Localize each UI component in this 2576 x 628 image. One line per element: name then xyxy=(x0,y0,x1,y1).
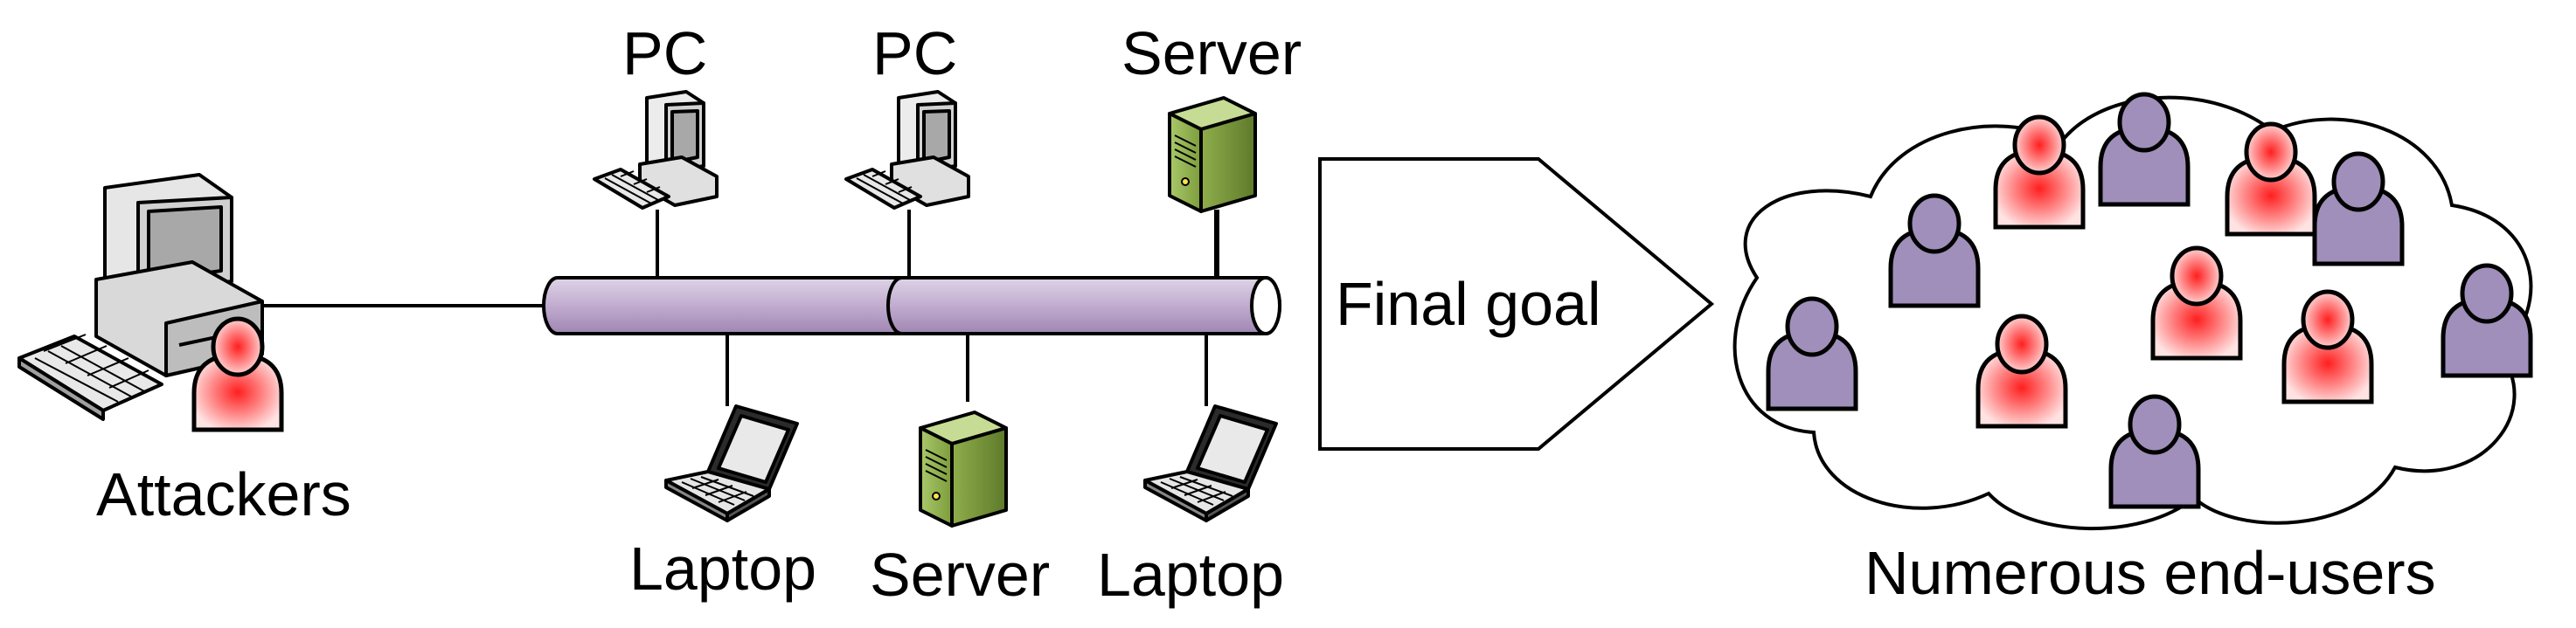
user-icon xyxy=(1766,296,1858,411)
user-icon xyxy=(2108,394,2201,509)
infected-user-icon xyxy=(2225,121,2317,237)
laptop-label: Laptop xyxy=(1097,541,1284,609)
final-goal-label: Final goal xyxy=(1336,270,1601,338)
network-pipe xyxy=(542,276,1281,335)
server-icon xyxy=(1168,96,1257,213)
connection-lines xyxy=(262,210,1219,406)
laptop-label: Laptop xyxy=(629,535,816,603)
end-user-group xyxy=(1766,92,2533,509)
pc-icon xyxy=(844,90,970,210)
attackers-label: Attackers xyxy=(96,460,351,528)
server-label: Server xyxy=(1121,19,1302,87)
user-icon xyxy=(2098,92,2191,207)
attacker-user-icon xyxy=(191,316,284,432)
infected-user-icon xyxy=(1975,314,2068,429)
pc-label: PC xyxy=(872,19,957,87)
user-icon xyxy=(2312,151,2405,266)
user-icon xyxy=(2441,263,2533,378)
infected-user-icon xyxy=(2281,289,2374,404)
final-goal-arrow xyxy=(1318,157,1715,451)
infected-user-icon xyxy=(1993,114,2086,230)
laptop-icon xyxy=(664,404,799,522)
infected-user-icon xyxy=(2150,245,2243,361)
server-label: Server xyxy=(870,541,1050,609)
end-users-label: Numerous end-users xyxy=(1864,539,2436,607)
pc-icon xyxy=(593,90,719,210)
pc-label: PC xyxy=(622,19,707,87)
server-icon xyxy=(919,411,1008,528)
user-icon xyxy=(1888,193,1981,308)
laptop-icon xyxy=(1143,404,1278,522)
